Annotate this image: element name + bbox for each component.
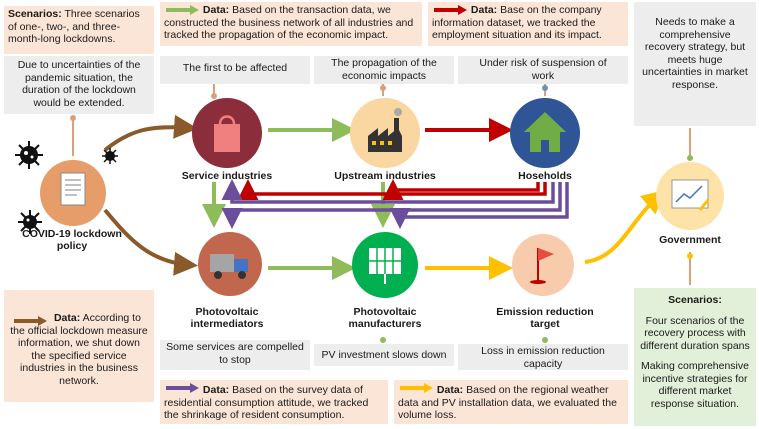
legend-yellow-label: Data: — [436, 384, 464, 396]
shopping-bag-icon — [214, 115, 240, 152]
factory-icon — [368, 108, 402, 152]
legend-brown-text: According to the official lockdown measu… — [10, 312, 148, 387]
legend-yellow-box: Data: Based on the regional weather data… — [394, 380, 628, 424]
yellow-arrow-icon — [400, 383, 433, 393]
scenarios-text: Three scenarios of one-, two-, and three… — [8, 8, 140, 45]
virus-icon — [102, 148, 118, 164]
legend-red-label: Data: — [470, 4, 498, 16]
service-node — [192, 98, 262, 168]
brown-arrow-icon — [14, 316, 47, 326]
pv-inter-label: Photovoltaic intermediators — [190, 306, 264, 330]
legend-purple-label: Data: — [202, 384, 230, 396]
legend-yellow-text: Based on the regional weather data and P… — [398, 384, 617, 421]
households-node — [510, 98, 580, 168]
pv-manu-node — [352, 232, 418, 298]
caption-pv-manu: PV investment slows down — [314, 344, 454, 366]
green-arrow-icon — [166, 5, 199, 16]
legend-green-box: Data: Based on the transaction data, we … — [160, 2, 422, 46]
households-label: Hoseholds — [518, 170, 572, 182]
purple-arrow-icon — [166, 383, 199, 393]
caption-pv-inter: Some services are compelled to stop — [160, 340, 310, 370]
recovery-scenarios-text: Four scenarios of the recovery process w… — [640, 314, 750, 352]
legend-red-text: Base on the company information dataset,… — [432, 4, 602, 41]
arrow-covid-to-service — [103, 114, 198, 152]
arrow-emission-to-government — [584, 189, 667, 264]
incentive-text: Making comprehensive incentive strategie… — [641, 360, 749, 410]
recovery-scenarios-label: Scenarios: — [668, 294, 722, 306]
upstream-label: Upstream industries — [334, 170, 436, 182]
virus-icon — [18, 210, 42, 234]
stem-dots — [70, 85, 693, 343]
legend-brown-box: Data: According to the official lockdown… — [4, 290, 154, 402]
legend-green-label: Data: — [202, 4, 230, 16]
scenarios-label: Scenarios: — [8, 8, 62, 20]
flag-icon — [530, 248, 554, 284]
caption-emission: Loss in emission reduction capacity — [458, 344, 628, 370]
uncertainty-box: Due to uncertainties of the pandemic sit… — [4, 56, 154, 114]
government-node — [656, 162, 724, 230]
strategy-needs-box: Needs to make a comprehensive recovery s… — [634, 2, 756, 126]
emission-label: Emission reduction target — [496, 306, 594, 330]
caption-households: Under risk of suspension of work — [458, 56, 628, 84]
legend-brown-label: Data: — [53, 312, 81, 324]
service-label: Service industries — [181, 170, 273, 182]
solar-panel-icon — [369, 248, 401, 284]
covid-label: COVID-19 lockdown policy — [22, 228, 122, 252]
arrow-households-to-service-purple — [221, 179, 555, 204]
upstream-node — [350, 98, 420, 168]
red-arrow-icon — [434, 5, 467, 16]
house-icon — [524, 112, 566, 152]
arrow-households-to-pvmanu-purple — [389, 182, 569, 229]
arrow-households-to-service — [237, 179, 547, 200]
scenarios-box-bottom-right: Scenarios: Four scenarios of the recover… — [634, 288, 756, 426]
government-label: Government — [659, 234, 721, 246]
emission-node — [512, 234, 574, 296]
caption-service: The first to be affected — [160, 56, 310, 84]
uncertainty-text: Due to uncertainties of the pandemic sit… — [17, 59, 141, 109]
truck-icon — [210, 254, 248, 279]
legend-green-text: Based on the transaction data, we constr… — [164, 4, 414, 41]
strategy-needs-text: Needs to make a comprehensive recovery s… — [642, 16, 748, 91]
legend-purple-text: Based on the survey data of residential … — [164, 384, 369, 421]
document-icon — [60, 172, 86, 206]
legend-purple-box: Data: Based on the survey data of reside… — [160, 380, 388, 424]
scenarios-box-top-left: Scenarios: Three scenarios of one-, two-… — [4, 6, 154, 54]
caption-upstream: The propagation of the economic impacts — [314, 56, 454, 84]
arrow-households-to-upstream — [382, 179, 540, 200]
chart-paper-icon — [671, 179, 710, 211]
pv-inter-node — [198, 232, 262, 296]
arrow-covid-to-pv-inter — [103, 208, 198, 276]
pv-manu-label: Photovoltaic manufacturers — [348, 306, 422, 330]
legend-red-box: Data: Base on the company information da… — [428, 2, 628, 46]
covid-node — [40, 160, 106, 226]
virus-icon — [14, 140, 44, 170]
